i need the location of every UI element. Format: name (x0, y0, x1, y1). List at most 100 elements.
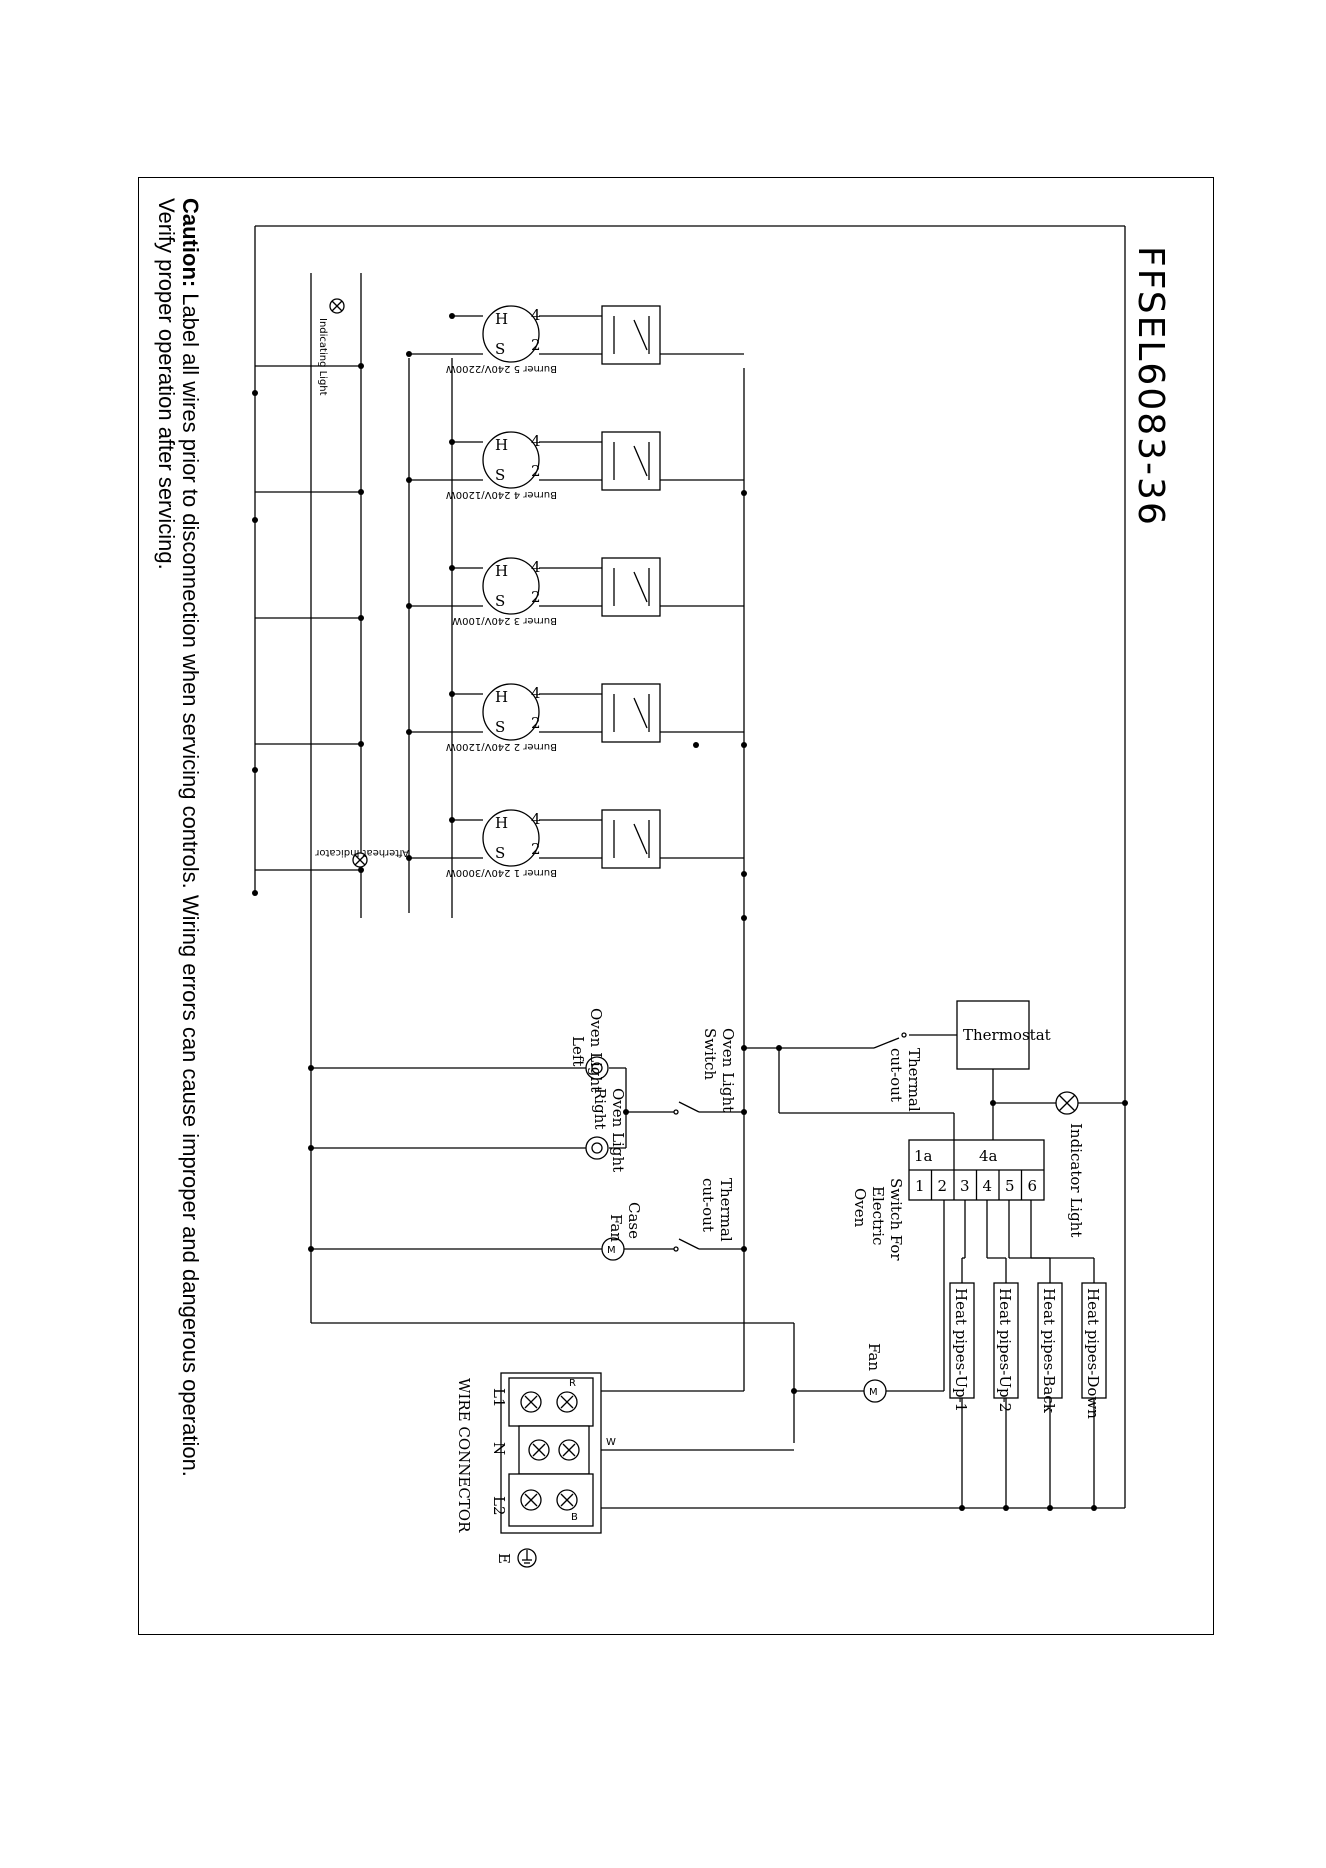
heat-pipe-4: Heat pipes-Down (1030, 1200, 1107, 1511)
wire-connector-title: WIRE CONNECTOR (455, 1378, 473, 1533)
wire-label-w: W (606, 1437, 616, 1448)
afterheat-indicator: Afterheat Indicator (314, 847, 409, 868)
indicating-light-label: Indicating Light (317, 318, 328, 396)
burner-label: Burner 3 240V/100W (452, 615, 557, 626)
burner-terminal-S: S (495, 466, 505, 484)
heat-pipe-label: Heat pipes-Down (1084, 1288, 1102, 1419)
caution-text: Caution:Label all wires prior to disconn… (178, 198, 203, 1477)
terminal-l1: L1 (490, 1388, 508, 1408)
afterheat-indicator-label: Afterheat Indicator (314, 847, 409, 858)
thermal-cutout-2-line-2: cut-out (699, 1178, 717, 1232)
oven-light-switch: Oven LightSwitch (609, 1028, 744, 1149)
burner-terminal-4: 4 (531, 432, 541, 450)
thermal-cutout-2: Thermalcut-out (624, 1178, 744, 1252)
burner-terminal-2: 2 (531, 462, 541, 480)
burner-terminal-4: 4 (531, 306, 541, 324)
junction-dots (252, 390, 1128, 1394)
fan-label: Fan (865, 1343, 883, 1371)
oven-light-switch-line-1: Oven Light (719, 1028, 737, 1112)
case-fan-line-1: Case (625, 1202, 643, 1239)
diagram-frame: FFSEL6083-36 Caution:Label all wires pri… (138, 177, 1214, 1635)
diagram-title: FFSEL6083-36 (1130, 246, 1171, 527)
heat-pipe-label: Heat pipes-Up-2 (996, 1288, 1014, 1412)
thermal-cutout-2-line-1: Thermal (717, 1178, 735, 1242)
oven-light-right-line-1: Oven Light (609, 1088, 627, 1172)
heat-pipe-label: Heat pipes-Up-1 (952, 1288, 970, 1412)
oven-switch-4a: 4a (979, 1147, 998, 1165)
connector-screw-icon (520, 1391, 542, 1413)
case-fan: M CaseFan (311, 1202, 643, 1261)
burner-terminal-S: S (495, 844, 505, 862)
indicator-light-label: Indicator Light (1067, 1123, 1085, 1237)
burner-terminal-H: H (495, 814, 508, 832)
case-fan-motor-letter: M (607, 1245, 616, 1256)
wire-label-r: R (569, 1378, 576, 1389)
heat-pipe-1: Heat pipes-Up-1 (949, 1200, 975, 1511)
burner-terminal-4: 4 (531, 558, 541, 576)
svg-text:Oven LightLeft: Oven LightLeft (569, 1008, 605, 1092)
burner-terminal-S: S (495, 718, 505, 736)
terminal-l2: L2 (490, 1496, 508, 1516)
oven-light-right-line-2: Right (591, 1088, 609, 1129)
oven-switch-title-2: Electric (869, 1186, 887, 1245)
connector-screw-icon (558, 1439, 580, 1461)
oven-switch-pin-4: 4 (983, 1177, 993, 1195)
burner-terminal-H: H (495, 310, 508, 328)
thermostat-label: Thermostat (963, 1026, 1051, 1044)
oven-switch-title-1: Switch For (887, 1178, 905, 1261)
oven-switch-pin-1: 1 (915, 1177, 925, 1195)
heat-pipe-label: Heat pipes-Back (1040, 1288, 1058, 1414)
oven-fan: M Fan (794, 1200, 945, 1403)
indicating-light: Indicating Light (317, 298, 345, 396)
svg-text:Thermalcut-out: Thermalcut-out (699, 1178, 735, 1242)
connector-screw-icon (520, 1489, 542, 1511)
burner-1: 4 H 2 S Burner 1 240V/3000W (255, 809, 744, 878)
oven-switch-pin-2: 2 (938, 1177, 948, 1195)
burner-label: Burner 1 240V/3000W (446, 867, 557, 878)
burner-terminal-2: 2 (531, 588, 541, 606)
oven-switch-1a: 1a (914, 1147, 933, 1165)
burner-terminal-H: H (495, 436, 508, 454)
wire-label-b: B (571, 1512, 578, 1523)
svg-text:Oven LightRight: Oven LightRight (591, 1088, 627, 1172)
heat-pipe-2: Heat pipes-Up-2 (986, 1200, 1019, 1511)
oven-light-left: Oven LightLeft (311, 1008, 609, 1092)
burner-terminal-2: 2 (531, 840, 541, 858)
oven-light-left-line-2: Left (569, 1036, 587, 1066)
wiring-diagram: FFSEL6083-36 Caution:Label all wires pri… (154, 198, 1171, 1568)
burner-4: 4 H 2 S Burner 4 240V/1200W (255, 431, 744, 500)
svg-text:Thermalcut-out: Thermalcut-out (887, 1048, 923, 1112)
connector-screw-icon (556, 1391, 578, 1413)
burner-terminal-4: 4 (531, 684, 541, 702)
connector-screw-icon (556, 1489, 578, 1511)
thermal-cutout-1-line-2: cut-out (887, 1048, 905, 1102)
burner-terminal-S: S (495, 592, 505, 610)
oven-light-switch-line-2: Switch (701, 1028, 719, 1080)
earth-label: E (495, 1553, 513, 1564)
burner-label: Burner 4 240V/1200W (446, 489, 557, 500)
burner-terminal-S: S (495, 340, 505, 358)
connector-screw-icon (528, 1439, 550, 1461)
thermal-cutout-1: Thermalcut-out (744, 1032, 923, 1112)
oven-switch-pin-3: 3 (960, 1177, 970, 1195)
oven-light-right: Oven LightRight (311, 1088, 627, 1172)
heat-pipes: Heat pipes-Up-1 Heat pipes-Up-2 Heat pipes… (949, 1200, 1107, 1511)
oven-switch-pin-6: 6 (1028, 1177, 1038, 1195)
burner-terminal-H: H (495, 562, 508, 580)
burner-3: 4 H 2 S Burner 3 240V/100W (255, 557, 744, 626)
oven-switch-pin-5: 5 (1005, 1177, 1015, 1195)
thermostat (956, 1000, 1030, 1070)
terminal-n: N (490, 1442, 508, 1455)
burner-label: Burner 2 240V/1200W (446, 741, 557, 752)
svg-text:Oven LightSwitch: Oven LightSwitch (701, 1028, 737, 1112)
thermal-cutout-1-line-1: Thermal (905, 1048, 923, 1112)
svg-text:Switch ForElectricOven: Switch ForElectricOven (851, 1178, 905, 1261)
oven-switch-title-3: Oven (851, 1188, 869, 1228)
case-fan-line-2: Fan (607, 1214, 625, 1242)
burner-terminal-4: 4 (531, 810, 541, 828)
burner-terminal-H: H (495, 688, 508, 706)
